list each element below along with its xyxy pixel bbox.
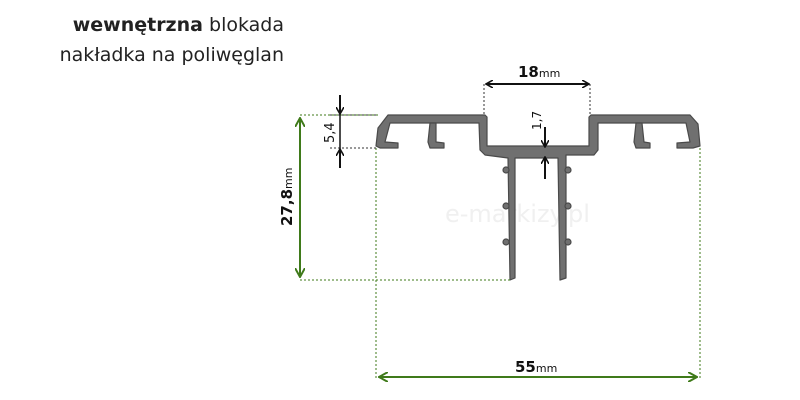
height-dimension-label: 27,8mm <box>278 168 296 226</box>
flange-height-label: 5,4 <box>323 122 338 143</box>
top-width-dimension-label: 18mm <box>518 63 560 81</box>
green-extension-lines <box>300 114 701 380</box>
title-line-1: wewnętrzna blokada <box>73 14 284 36</box>
aluminium-profile <box>375 114 701 281</box>
wall-thickness-label: 1,7 <box>530 111 544 130</box>
black-extension-lines <box>330 84 591 149</box>
title-rest: blokada <box>202 14 284 36</box>
width-dimension-label: 55mm <box>515 358 557 376</box>
title-bold: wewnętrzna <box>72 14 203 36</box>
title-line-2: nakładka na poliwęglan <box>59 44 284 66</box>
